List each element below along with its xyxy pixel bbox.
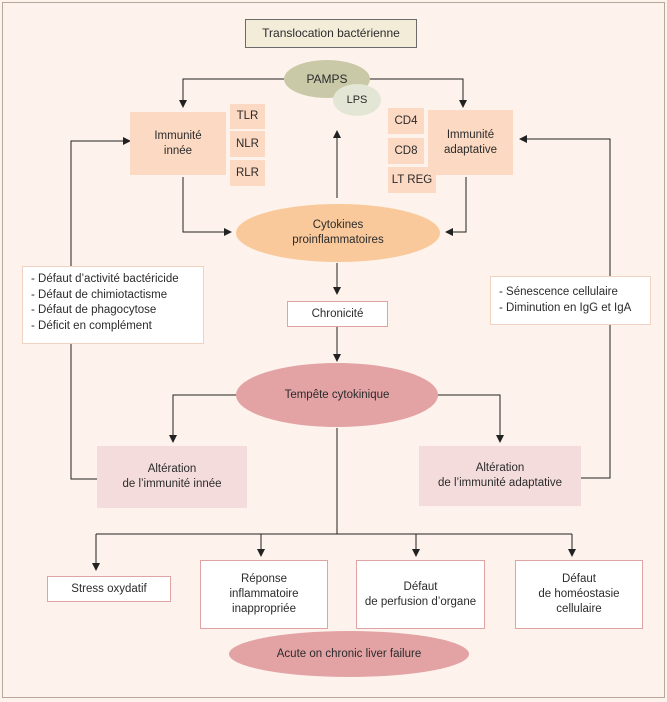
- arrow-pamps-innate: [179, 78, 284, 108]
- innate-defect-item: - Défaut d’activité bactéricide: [31, 273, 179, 285]
- adaptive-defects-list: - Sénescence cellulaire - Diminution en …: [490, 276, 651, 325]
- innate-immunity-box: Immunité innée: [130, 112, 226, 175]
- cell-cd4: CD4: [388, 108, 424, 134]
- adaptive-immunity-box: Immunité adaptative: [428, 110, 513, 175]
- cell-cd8: CD8: [388, 138, 424, 164]
- arrow-pamps-adaptive: [369, 78, 467, 108]
- arrow-storm-alt-adaptive: [433, 394, 504, 443]
- chronicity-box: Chronicité: [287, 301, 388, 327]
- arrow-innate-cytokines: [182, 177, 232, 236]
- adaptive-defect-item: - Diminution en IgG et IgA: [499, 301, 632, 314]
- outcome-defaut-homeostasie: Défaut de homéostasie cellulaire: [515, 560, 643, 629]
- outcome-defaut-perfusion: Défaut de perfusion d’organe: [356, 560, 485, 629]
- arrow-storm-alt-innate: [169, 394, 241, 443]
- outcome-stress-oxydatif: Stress oxydatif: [47, 576, 171, 602]
- cytokines-ellipse: Cytokines proinflammatoires: [236, 204, 440, 262]
- arrow-adaptive-cytokines: [445, 177, 467, 236]
- receptor-tlr: TLR: [230, 104, 265, 129]
- receptor-nlr: NLR: [230, 131, 265, 157]
- adaptive-alteration-box: Altération de l’immunité adaptative: [419, 446, 581, 506]
- receptor-rlr: RLR: [230, 160, 265, 186]
- cytokine-storm-ellipse: Tempête cytokinique: [236, 363, 438, 427]
- adaptive-defect-item: - Sénescence cellulaire: [499, 286, 618, 298]
- innate-defect-item: - Défaut de chimiotactisme: [31, 288, 168, 301]
- lps-ellipse: LPS: [333, 84, 381, 116]
- outcome-reponse-inflammatoire: Réponse inflammatoire inappropriée: [200, 560, 328, 629]
- innate-defect-item: - Défaut de phagocytose: [31, 304, 157, 316]
- innate-defects-list: - Défaut d’activité bactéricide - Défaut…: [22, 266, 204, 344]
- aclf-ellipse: Acute on chronic liver failure: [229, 631, 469, 677]
- innate-alteration-box: Altération de l’immunité innée: [97, 446, 247, 508]
- translocation-title: Translocation bactérienne: [245, 19, 417, 48]
- innate-defect-item: - Déficit en complément: [31, 319, 152, 332]
- connector-arrows: [70, 78, 611, 571]
